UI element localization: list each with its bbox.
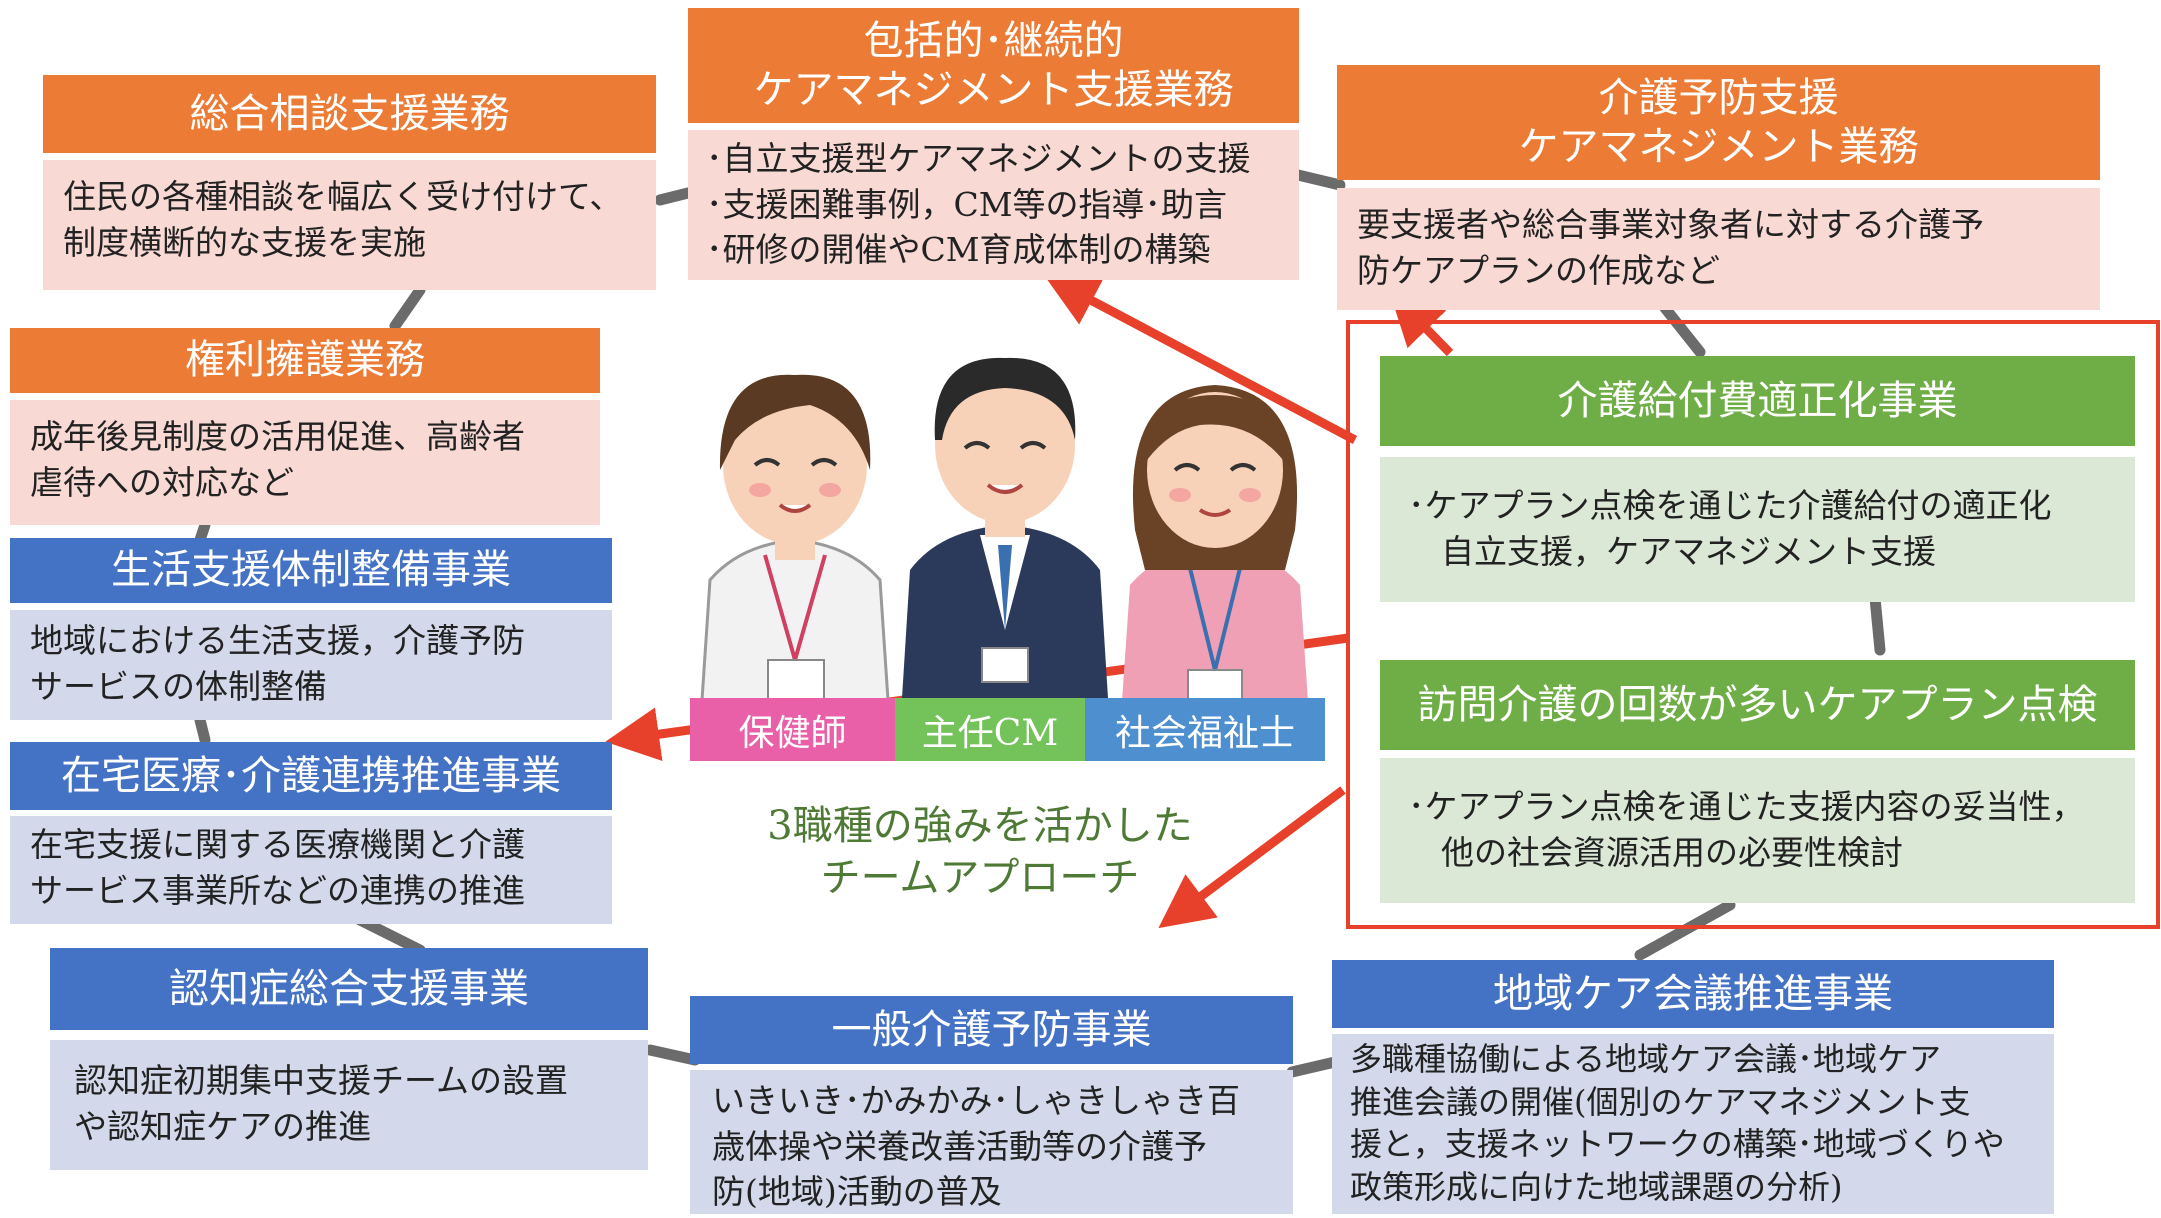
tekisei-line-0: ･ケアプラン点検を通じた介護給付の適正化 (1408, 486, 2052, 525)
connector-line (194, 519, 211, 546)
caption-line-1: チームアプローチ (820, 855, 1140, 901)
hokatsu-header: 包括的･継続的 ケアマネジメント支援業務 (688, 8, 1299, 123)
tekisei-line-1: 自立支援，ケアマネジメント支援 (1408, 531, 1936, 571)
zaitaku-title-0: 在宅医療･介護連携推進事業 (61, 752, 561, 799)
connector-line (194, 714, 211, 746)
connector-line (644, 1044, 701, 1066)
zaitaku-line-0: 在宅支援に関する医療機関と介護 (30, 825, 525, 864)
ippan-line-0: いきいき･かみかみ･しゃきしゃき百 (712, 1081, 1240, 1120)
tekisei-header: 介護給付費適正化事業 (1380, 356, 2135, 446)
zaitaku-body: 在宅支援に関する医療機関と介護 サービス事業所などの連携の推進 (10, 816, 612, 924)
sogo-title-0: 総合相談支援業務 (189, 90, 510, 137)
zaitaku-header: 在宅医療･介護連携推進事業 (10, 742, 612, 810)
hokatsu-line-1: ･支援困難事例，CM等の指導･助言 (706, 184, 1228, 224)
yobou-cm-line-0: 要支援者や総合事業対象者に対する介護予 (1357, 205, 1984, 244)
role-label-chief-cm: 主任CM (895, 698, 1085, 761)
ippan-line-1: 歳体操や栄養改善活動等の介護予 (712, 1126, 1207, 1166)
ippan-line-2: 防(地域)活動の普及 (712, 1172, 1002, 1212)
connector-line (1292, 169, 1346, 191)
seikatsu-body: 地域における生活支援，介護予防 サービスの体制整備 (10, 610, 612, 720)
kenri-header: 権利擁護業務 (10, 328, 600, 393)
seikatsu-header: 生活支援体制整備事業 (10, 538, 612, 603)
sogo-header: 総合相談支援業務 (43, 75, 656, 153)
kenri-line-0: 成年後見制度の活用促進、高齢者 (30, 417, 525, 456)
chiiki-line-3: 政策形成に向けた地域課題の分析) (1350, 1167, 1843, 1206)
yobou-cm-header: 介護予防支援 ケアマネジメント業務 (1337, 65, 2100, 180)
connector-line (389, 284, 426, 332)
hokatsu-line-2: ･研修の開催やCM育成体制の構築 (706, 230, 1211, 270)
hokatsu-title-0: 包括的･継続的 (863, 17, 1124, 64)
ippan-title-0: 一般介護予防事業 (831, 1006, 1152, 1053)
seikatsu-line-1: サービスの体制整備 (30, 666, 327, 706)
ninchi-body: 認知症初期集中支援チームの設置 や認知症ケアの推進 (50, 1040, 648, 1170)
kenri-line-1: 虐待への対応など (30, 462, 294, 502)
tekisei-body: ･ケアプラン点検を通じた介護給付の適正化 自立支援，ケアマネジメント支援 (1380, 457, 2135, 602)
chiiki-header: 地域ケア会議推進事業 (1332, 960, 2054, 1028)
caption-line-0: 3職種の強みを活かした (767, 803, 1193, 849)
sogo-body: 住民の各種相談を幅広く受け付けて、 制度横断的な支援を実施 (43, 160, 656, 290)
yobou-cm-line-1: 防ケアプランの作成など (1357, 250, 1720, 290)
yobou-cm-body: 要支援者や総合事業対象者に対する介護予 防ケアプランの作成など (1337, 188, 2100, 310)
kenri-title-0: 権利擁護業務 (185, 337, 425, 384)
chiiki-body: 多職種協働による地域ケア会議･地域ケア 推進会議の開催(個別のケアマネジメント支… (1332, 1034, 2054, 1214)
yobou-cm-title-0: 介護予防支援 (1598, 74, 1839, 121)
ninchi-title-0: 認知症総合支援事業 (169, 965, 529, 1012)
arrow (1158, 786, 1346, 929)
highlight-frame (1346, 320, 2160, 929)
ninchi-line-0: 認知症初期集中支援チームの設置 (74, 1061, 569, 1100)
kenri-body: 成年後見制度の活用促進、高齢者 虐待への対応など (10, 400, 600, 525)
team-approach-caption: 3職種の強みを活かした チームアプローチ (720, 800, 1240, 904)
hokatsu-line-0: ･自立支援型ケアマネジメントの支援 (706, 139, 1251, 178)
sogo-line-1: 制度横断的な支援を実施 (63, 222, 426, 262)
seikatsu-title-0: 生活支援体制整備事業 (111, 547, 511, 594)
houmon-title-0: 訪問介護の回数が多いケアプラン点検 (1417, 681, 2098, 728)
chiiki-line-2: 援と，支援ネットワークの構築･地域づくりや (1350, 1125, 2005, 1164)
seikatsu-line-0: 地域における生活支援，介護予防 (30, 621, 525, 660)
hokatsu-body: ･自立支援型ケアマネジメントの支援 ･支援困難事例，CM等の指導･助言 ･研修の… (688, 130, 1299, 280)
houmon-header: 訪問介護の回数が多いケアプラン点検 (1380, 660, 2135, 750)
ippan-header: 一般介護予防事業 (690, 996, 1293, 1064)
connector-line (354, 914, 426, 956)
ippan-body: いきいき･かみかみ･しゃきしゃき百 歳体操や栄養改善活動等の介護予 防(地域)活… (690, 1070, 1293, 1214)
houmon-line-0: ･ケアプラン点検を通じた支援内容の妥当性， (1408, 787, 2085, 826)
houmon-body: ･ケアプラン点検を通じた支援内容の妥当性， 他の社会資源活用の必要性検討 (1380, 758, 2135, 903)
connector-line (1869, 592, 1886, 656)
tekisei-title-0: 介護給付費適正化事業 (1557, 377, 1958, 424)
role-label-nurse: 保健師 (690, 698, 895, 761)
chiiki-title-0: 地域ケア会議推進事業 (1493, 970, 1893, 1017)
arrow (1044, 275, 1358, 444)
chiiki-line-1: 推進会議の開催(個別のケアマネジメント支 (1350, 1082, 1971, 1121)
houmon-line-1: 他の社会資源活用の必要性検討 (1408, 832, 1903, 872)
hokatsu-title-1: ケアマネジメント支援業務 (753, 66, 1234, 113)
chiiki-line-0: 多職種協働による地域ケア会議･地域ケア (1350, 1040, 1942, 1078)
connector-line (1634, 899, 1736, 961)
arrow (1389, 290, 1454, 357)
zaitaku-line-1: サービス事業所などの連携の推進 (30, 870, 525, 910)
connector-line (1659, 302, 1706, 358)
staff-illustration (698, 357, 1310, 730)
connector-line (1286, 1056, 1341, 1078)
role-label-social-worker: 社会福祉士 (1085, 698, 1325, 761)
yobou-cm-title-1: ケアマネジメント業務 (1518, 123, 1919, 170)
social-worker-figure (1120, 385, 1310, 730)
sogo-line-0: 住民の各種相談を幅広く受け付けて、 (63, 177, 623, 216)
public-health-nurse-figure (698, 374, 892, 730)
chief-care-manager-figure (900, 357, 1110, 730)
ninchi-line-1: や認知症ケアの推進 (74, 1106, 371, 1146)
ninchi-header: 認知症総合支援事業 (50, 948, 648, 1030)
